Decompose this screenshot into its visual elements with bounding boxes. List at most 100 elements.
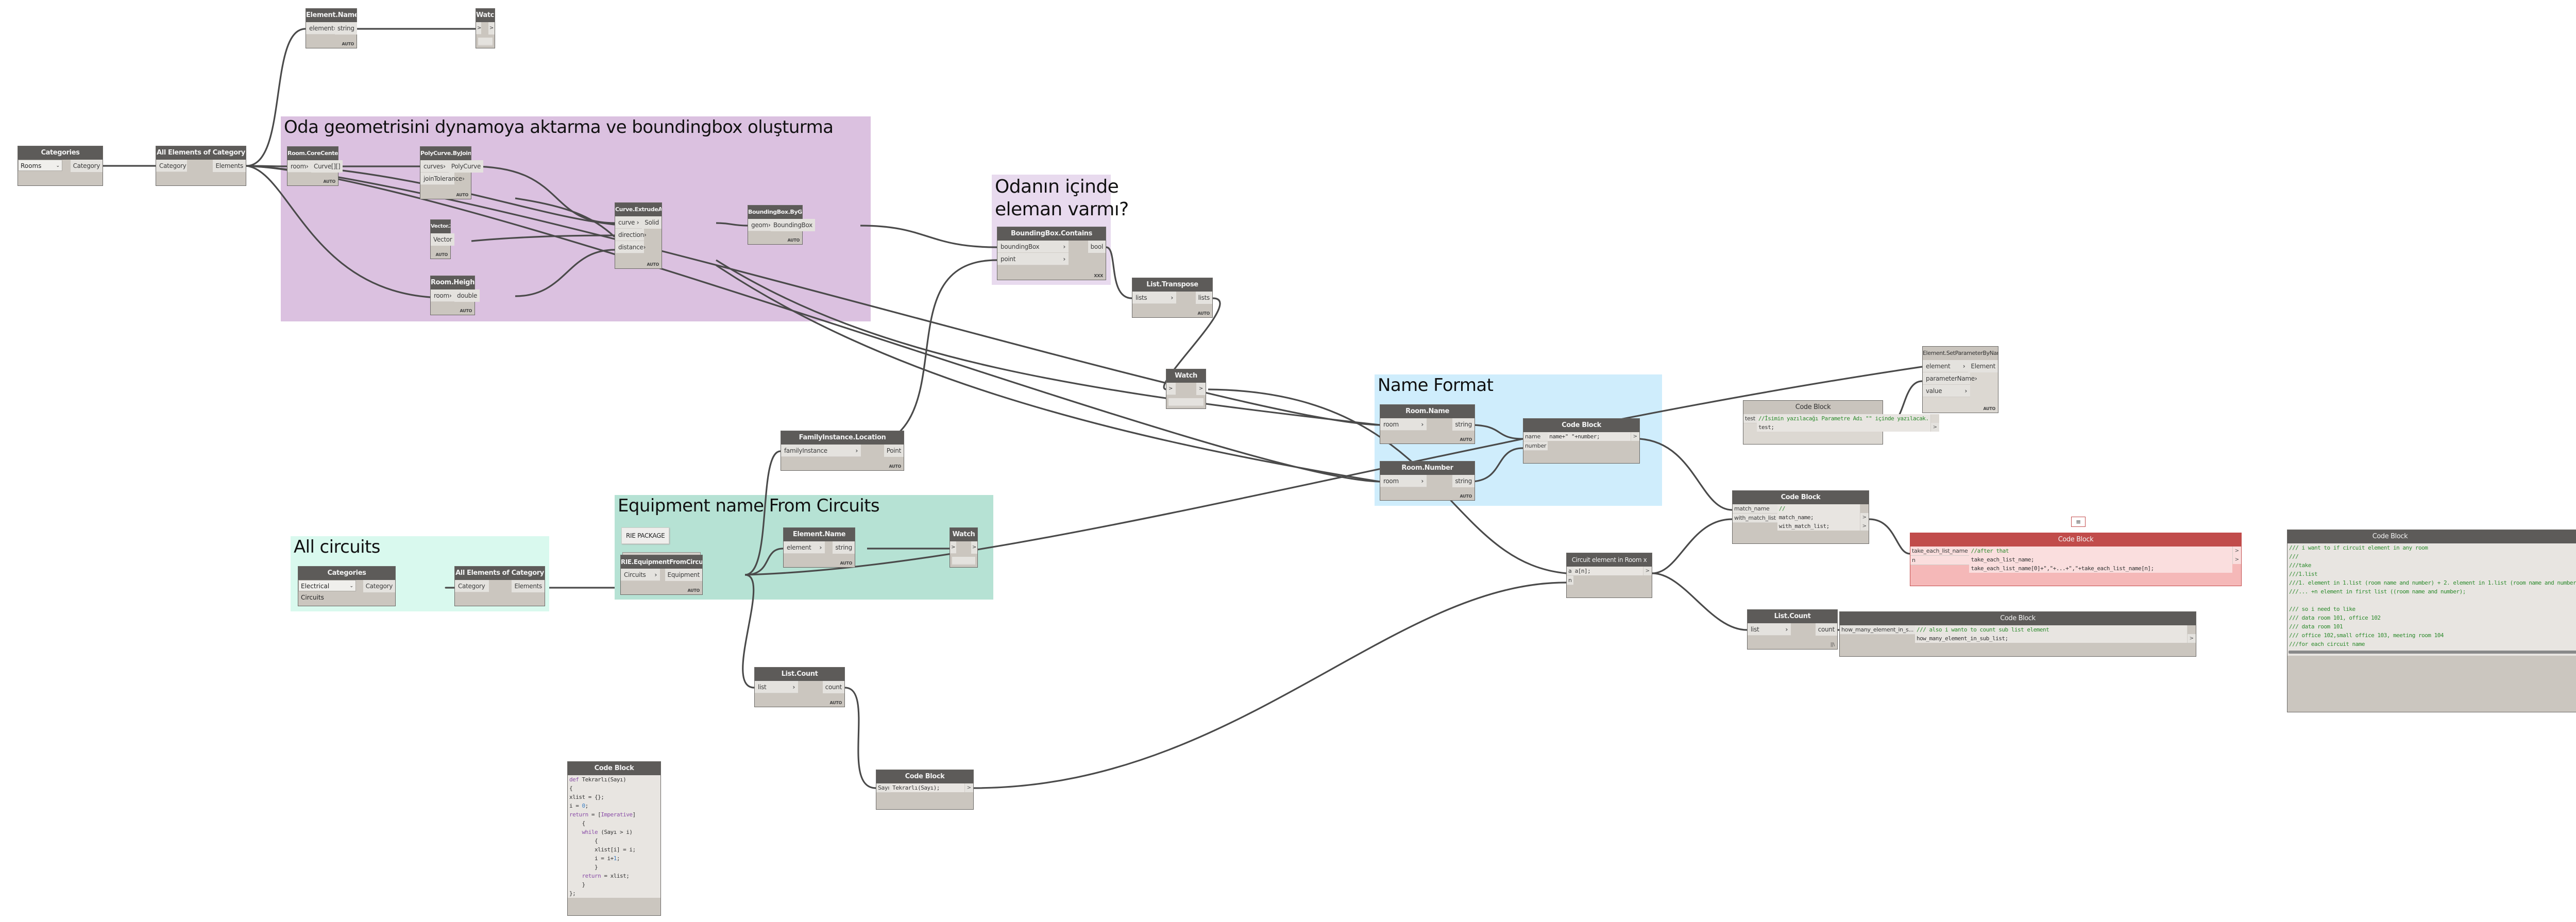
input-port[interactable]: joinTolerance› — [420, 173, 465, 185]
output-port[interactable]: > — [1642, 567, 1652, 575]
input-port[interactable]: n — [1567, 576, 1573, 585]
input-port[interactable]: n — [1910, 556, 1970, 565]
input-port[interactable]: parameterName› — [1923, 372, 1977, 385]
code-line[interactable]: take_each_list_name[0]+","+...+","+take_… — [1969, 564, 2232, 573]
output-port[interactable] — [2187, 625, 2196, 634]
lacing-label[interactable]: ||\ — [1830, 642, 1835, 647]
code-line[interactable]: xlist = {}; — [568, 793, 660, 801]
all-elements-of-category-node[interactable]: All Elements of Category Category Elemen… — [156, 146, 246, 186]
output-port[interactable]: > — [1930, 423, 1939, 432]
code-line[interactable]: } — [568, 880, 660, 889]
code-line[interactable]: { — [568, 819, 660, 828]
input-port[interactable]: Sayı — [876, 783, 891, 793]
code-line[interactable]: def Tekrarlı(Sayı) — [568, 775, 660, 784]
rie-package-note[interactable]: RIE PACKAGE — [621, 527, 670, 544]
code-line[interactable]: //after that — [1969, 547, 2232, 555]
category-dropdown[interactable]: Rooms ⌄ — [18, 160, 62, 171]
code-line[interactable]: /// so i need to like — [2287, 605, 2576, 613]
output-port[interactable] — [1930, 414, 1939, 423]
output-port[interactable]: Category — [363, 580, 395, 592]
code-line[interactable]: /// also i wanto to count sub list eleme… — [1915, 625, 2187, 634]
code-editor[interactable]: name+" "+number; — [1548, 432, 1631, 441]
input-port[interactable]: Category — [455, 580, 489, 592]
familyinstance-location-node[interactable]: FamilyInstance.Location familyInstance› … — [781, 431, 904, 471]
output-port[interactable]: > — [488, 22, 495, 35]
lacing-label[interactable]: AUTO — [647, 262, 659, 267]
categories-node[interactable]: Categories Rooms ⌄ Category — [18, 146, 103, 186]
input-port[interactable]: > — [476, 22, 481, 35]
categories-node[interactable]: Categories Electrical Circuits ⌄ Categor… — [298, 566, 396, 606]
input-port[interactable]: name — [1523, 432, 1548, 441]
input-port[interactable]: curves› — [420, 160, 449, 173]
lacing-label[interactable]: AUTO — [1460, 437, 1472, 442]
input-port[interactable]: list› — [1748, 623, 1791, 636]
circuit-element-in-room-node[interactable]: Circuit element in Room x a n a[n]; > — [1566, 553, 1652, 598]
input-port[interactable]: > — [950, 541, 956, 554]
input-port[interactable]: > — [1166, 383, 1176, 395]
output-port[interactable]: > — [2232, 547, 2241, 555]
code-line[interactable]: match_name; — [1777, 513, 1860, 522]
input-port[interactable]: how_many_element_in_s... — [1840, 625, 1916, 635]
code-line[interactable] — [2287, 596, 2576, 605]
lacing-label[interactable]: AUTO — [435, 252, 448, 257]
output-port[interactable]: string — [1452, 475, 1475, 487]
watch-node[interactable]: Watch >> — [476, 8, 495, 48]
code-line[interactable]: i = 0; — [568, 801, 660, 810]
output-port[interactable]: Category — [70, 160, 103, 172]
input-port[interactable]: room› — [431, 289, 454, 302]
input-port[interactable]: list› — [755, 681, 798, 693]
output-port[interactable]: string — [1452, 418, 1475, 431]
vector-zaxis-node[interactable]: Vector.ZAxis Vector AUTO — [430, 219, 455, 259]
output-port[interactable]: Curve[][] — [311, 160, 343, 173]
category-dropdown[interactable]: Electrical Circuits ⌄ — [298, 580, 356, 601]
code-line[interactable]: { — [568, 784, 660, 793]
boundingbox-by-geometry-node[interactable]: BoundingBox.ByGeometry geom› BoundingBox… — [748, 205, 815, 245]
input-port[interactable]: familyInstance› — [781, 445, 861, 457]
output-port[interactable]: string — [335, 22, 357, 35]
code-line[interactable]: i = i+1; — [568, 854, 660, 863]
code-line[interactable]: ///take — [2287, 561, 2576, 570]
output-port[interactable]: > — [1859, 522, 1869, 531]
output-port[interactable]: Element — [1968, 360, 1998, 372]
rie-equipment-from-circuits-node[interactable]: RIE.EquipmentFromCircuits Circuits› Equi… — [620, 555, 703, 595]
code-line[interactable]: /// i want to if circuit element in any … — [2287, 543, 2576, 552]
code-line[interactable]: }; — [568, 889, 660, 898]
output-port[interactable]: Elements — [213, 160, 246, 172]
input-port[interactable]: Circuits› — [621, 569, 660, 581]
code-line[interactable]: ///1. element in 1.list (room name and n… — [2287, 578, 2576, 587]
element-set-parameter-by-name-node[interactable]: Element.SetParameterByName element› Elem… — [1922, 346, 1998, 413]
lacing-label[interactable]: XXX — [1094, 274, 1103, 278]
lacing-label[interactable]: AUTO — [460, 309, 472, 313]
input-port[interactable]: distance› — [615, 241, 646, 253]
code-block-tekrarli-call[interactable]: Code Block Sayı Tekrarlı(Sayı); > — [876, 770, 974, 810]
input-port[interactable]: element› — [1923, 360, 1969, 372]
code-block-tekrarli-def[interactable]: Code Block def Tekrarlı(Sayı) { xlist = … — [567, 761, 661, 916]
curve-extrude-as-solid-node[interactable]: Curve.ExtrudeAsSolid curve› Solid direct… — [615, 202, 662, 269]
code-editor[interactable]: Tekrarlı(Sayı); — [891, 783, 964, 792]
code-line[interactable]: { — [568, 836, 660, 845]
room-core-center-boundary-node[interactable]: Room.CoreCenterBoundary room› Curve[][] … — [287, 146, 343, 186]
code-line[interactable]: /// data room 101, office 102 — [2287, 613, 2576, 622]
code-line[interactable]: /// — [2287, 552, 2576, 561]
input-port[interactable]: value› — [1923, 385, 1970, 397]
output-port[interactable]: Solid — [642, 216, 662, 229]
lacing-label[interactable]: AUTO — [889, 464, 902, 469]
output-port[interactable]: > — [1859, 513, 1869, 522]
input-port[interactable]: test — [1743, 414, 1757, 423]
input-port[interactable]: take_each_list_name — [1910, 547, 1970, 556]
output-port[interactable]: bool — [1088, 241, 1106, 253]
input-port[interactable]: Category — [156, 160, 187, 172]
input-port[interactable]: element› — [306, 22, 336, 35]
room-number-node[interactable]: Room.Number room› string AUTO — [1380, 461, 1475, 501]
lacing-label[interactable]: AUTO — [1460, 494, 1472, 499]
input-port[interactable]: curve› — [615, 216, 642, 229]
input-port[interactable]: boundingBox› — [997, 241, 1069, 253]
code-line[interactable]: xlist[i] = i; — [568, 845, 660, 854]
input-port[interactable]: geom› — [748, 219, 771, 231]
polycurve-by-joined-curves-node[interactable]: PolyCurve.ByJoinedCurves curves› PolyCur… — [420, 146, 484, 199]
horizontal-scrollbar[interactable] — [2289, 651, 2576, 654]
output-port[interactable] — [1859, 504, 1869, 513]
lacing-label[interactable]: AUTO — [456, 193, 469, 197]
code-line[interactable]: ///for each circuit name — [2287, 640, 2576, 648]
input-port[interactable]: room› — [287, 160, 311, 173]
